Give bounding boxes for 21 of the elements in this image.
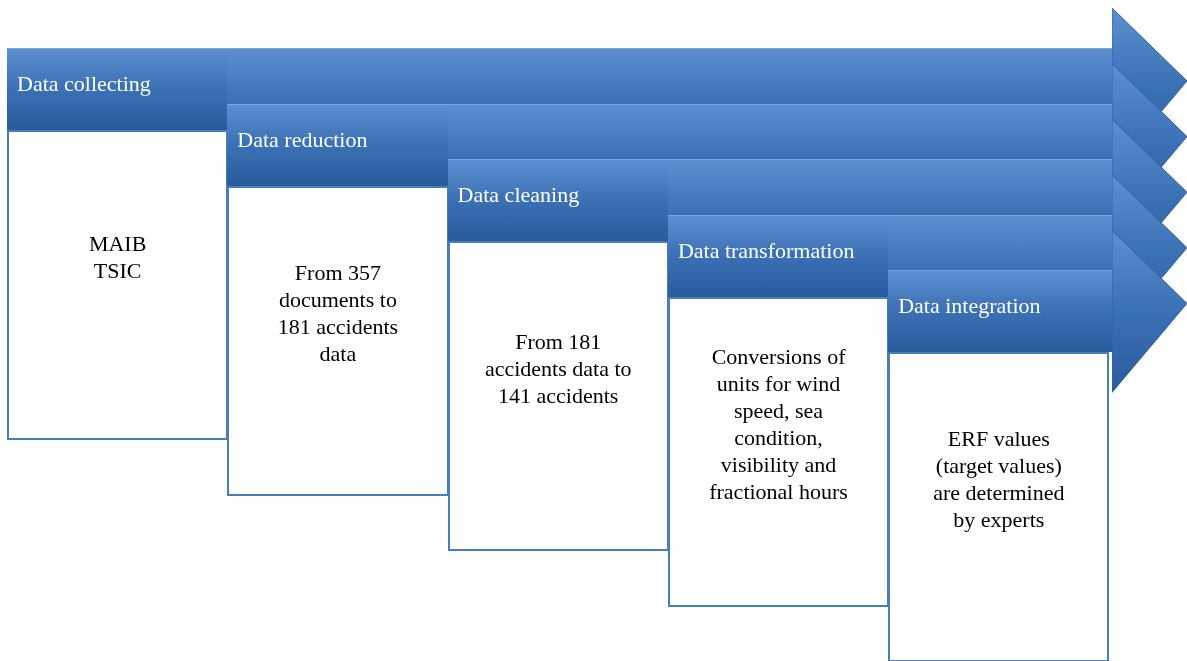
stage-box [667,296,890,607]
stage-banner [227,103,448,186]
stage-description: Conversions of units for wind speed, sea condition, visibility and fractional hours [708,342,849,505]
stage-banner [667,214,889,297]
stage-heading: Data reduction [237,125,368,154]
stage-box [7,130,229,440]
stage-description: TSIC [93,257,142,284]
stage-description: ERF values (target values) are determined by experts [932,425,1066,534]
stage-banner [447,159,668,242]
stage-heading: Data cleaning [457,181,580,210]
stage-banner [7,48,228,130]
stage-description: MAIB [88,230,147,257]
stage-heading: Data transformation [677,236,855,265]
stage-box [447,241,669,552]
stage-box [888,352,1110,661]
stage-description: From 181 accidents data to 141 accidents [483,327,633,409]
stage-heading: Data integration [898,292,1041,321]
stage-heading: Data collecting [17,70,151,98]
stage-banner [888,270,1112,353]
stage-description: From 357 documents to 181 accidents data [276,258,400,367]
stage-box [227,185,449,496]
